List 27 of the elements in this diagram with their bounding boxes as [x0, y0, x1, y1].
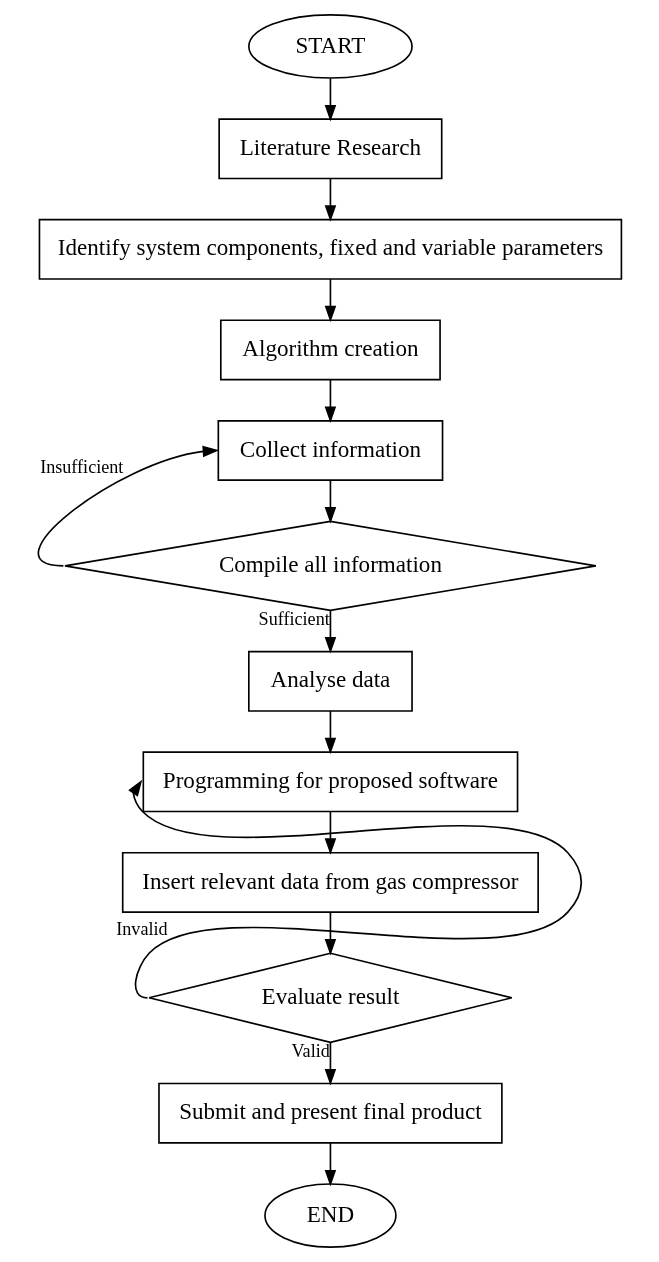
arrow	[324, 278, 337, 323]
node-box: Insert relevant data from gas compressor	[121, 851, 539, 913]
arrow	[324, 177, 337, 222]
arrow	[324, 810, 337, 855]
arrow	[324, 1041, 337, 1086]
node-ellipse: START	[248, 13, 413, 79]
arrow	[324, 911, 337, 956]
node-box: Literature Research	[218, 118, 443, 180]
node-box: Programming for proposed software	[142, 751, 519, 813]
node-box: Analyse data	[248, 650, 413, 712]
edge-label: Invalid	[116, 919, 168, 940]
node-box: Submit and present final product	[158, 1082, 503, 1144]
arrow	[324, 1142, 337, 1187]
node-diamond: Evaluate result	[148, 952, 513, 1044]
node-box: Collect information	[217, 420, 444, 481]
arrow	[324, 77, 337, 122]
node-ellipse: END	[264, 1183, 397, 1249]
arrow	[38, 445, 220, 567]
arrow	[324, 378, 337, 423]
edge-label: Insufficient	[40, 456, 124, 477]
arrow	[324, 479, 337, 524]
arrow	[324, 609, 337, 654]
node-box: Identify system components, fixed and variable parameters	[38, 218, 623, 280]
arrow	[324, 710, 337, 755]
arrow	[128, 779, 582, 999]
node-diamond: Compile all information	[64, 520, 597, 612]
node-box: Algorithm creation	[219, 319, 441, 381]
